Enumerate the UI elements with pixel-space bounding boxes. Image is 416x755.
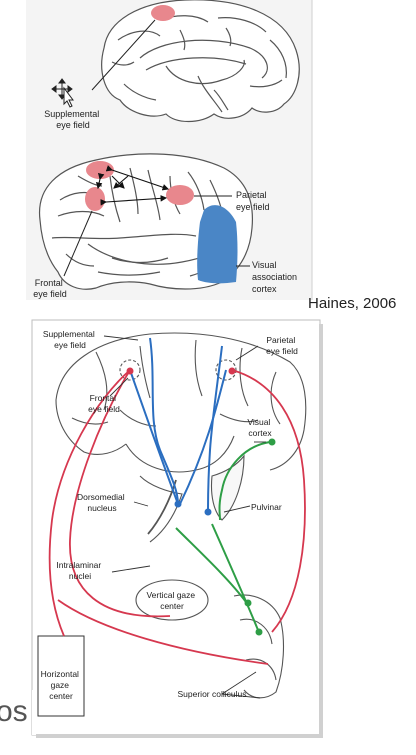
bottom-horizontal-gaze-center-label: Horizontal gaze center bbox=[41, 669, 82, 701]
top-visual-association-cortex-label: Visual association cortex bbox=[252, 260, 300, 294]
bottom-visual-cortex-label: Visual cortex bbox=[247, 417, 272, 438]
bottom-dorsomedial-nucleus-label: Dorsomedial nucleus bbox=[77, 492, 127, 513]
bottom-parietal-eye-field-label: Parietal eye field bbox=[266, 335, 298, 356]
move-cursor-icon bbox=[51, 78, 74, 108]
green-visual-cortex-origin bbox=[268, 438, 276, 446]
blue-pathways bbox=[129, 337, 227, 513]
bottom-pulvinar-label: Pulvinar bbox=[251, 502, 282, 512]
green-terminal-2 bbox=[255, 628, 263, 636]
blue-terminal-dorsomedial bbox=[174, 500, 182, 508]
top-figure: Supplemental eye field bbox=[26, 0, 313, 300]
bottom-superior-colliculus-label: Superior colliculus bbox=[178, 689, 247, 699]
visual-association-cortex-area bbox=[197, 205, 238, 284]
figure-caption: Haines, 2006 bbox=[308, 295, 396, 312]
bottom-intralaminar-nuclei-label: Intralaminar nuclei bbox=[56, 560, 103, 581]
red-parietal-origin bbox=[228, 367, 236, 375]
horizontal-gaze-center-box bbox=[37, 635, 85, 717]
top-supplemental-eye-field-label: Supplemental eye field bbox=[44, 109, 102, 130]
blue-terminal-pulvinar bbox=[204, 508, 212, 516]
bottom-frontal-eye-field-label: Frontal eye field bbox=[88, 393, 120, 414]
bottom-figure: Supplemental eye field Parietal eye fiel… bbox=[31, 319, 323, 738]
coronal-brain-outline bbox=[55, 332, 307, 473]
green-pathways bbox=[175, 441, 271, 631]
red-pathways bbox=[48, 369, 306, 665]
parietal-eye-field-area bbox=[166, 185, 194, 205]
top-frontal-eye-field-label: Frontal eye field bbox=[33, 278, 67, 299]
supplemental-eye-field-area-medial bbox=[151, 5, 175, 21]
bottom-vertical-gaze-center-label: Vertical gaze center bbox=[146, 590, 197, 611]
medial-brain-view bbox=[101, 0, 300, 123]
background-slide-text-fragment: os bbox=[0, 695, 28, 728]
bottom-leader-lines bbox=[103, 335, 266, 699]
top-parietal-eye-field-label: Parietal eye field bbox=[236, 190, 270, 212]
supplemental-eye-field-leader bbox=[91, 19, 156, 91]
frontal-eye-field-area bbox=[85, 187, 105, 211]
supplemental-eye-field-area-lateral bbox=[86, 161, 114, 179]
green-terminal-1 bbox=[244, 599, 252, 607]
red-frontal-origin bbox=[126, 367, 134, 375]
eye-field-connection-arrows bbox=[95, 165, 170, 206]
bottom-supplemental-eye-field-label: Supplemental eye field bbox=[43, 329, 97, 350]
